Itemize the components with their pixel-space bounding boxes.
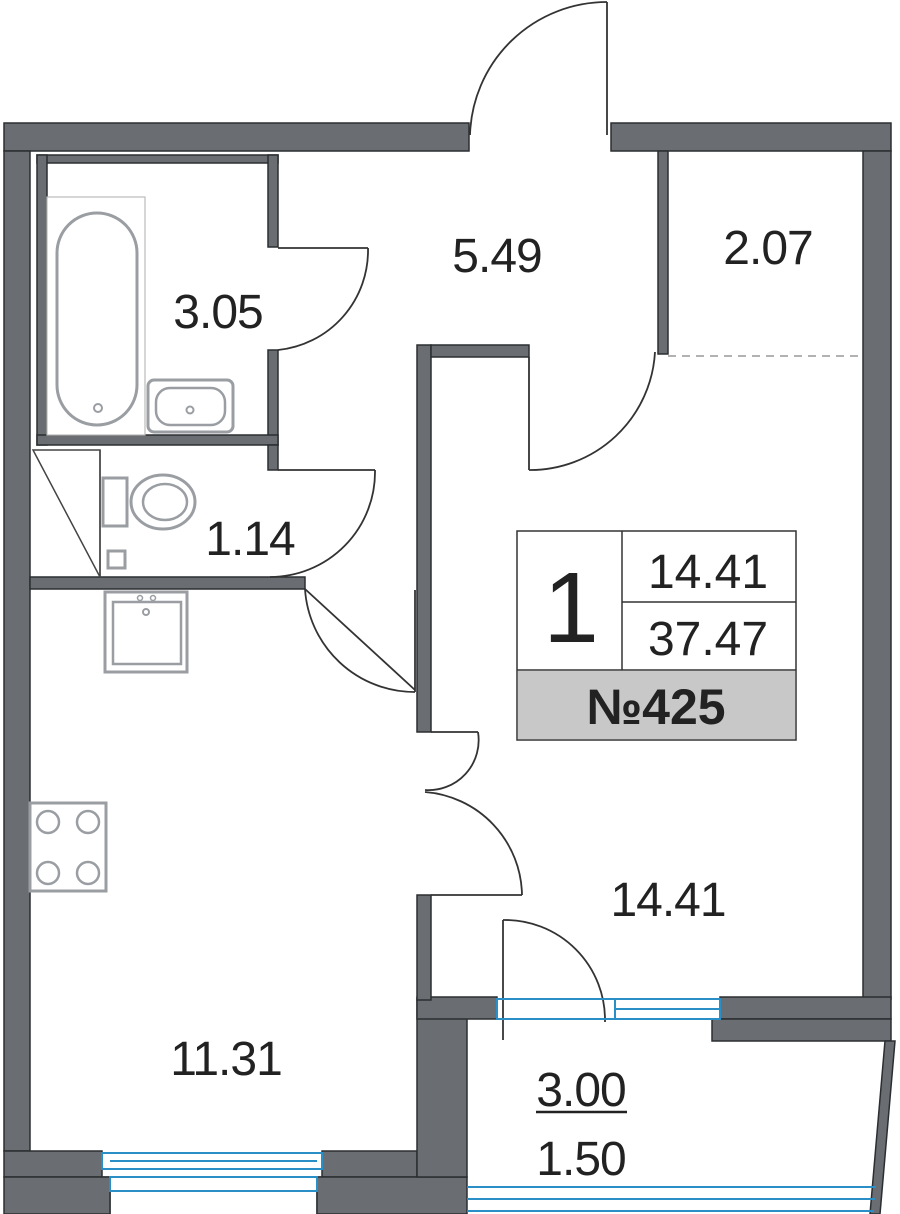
apartment-info-box: 1 14.41 37.47 №425 <box>516 530 797 741</box>
balcony-glazing <box>467 1186 876 1212</box>
balcony-door <box>502 919 606 1040</box>
bathroom-sink <box>146 378 235 434</box>
outer-walls <box>3 122 896 1214</box>
balcony-reduced-area-label: 1.50 <box>536 1133 625 1186</box>
kitchen-area-label: 11.31 <box>170 1033 282 1086</box>
bathroom-area-label: 3.05 <box>173 286 262 339</box>
bathtub <box>46 196 146 436</box>
kitchen-door <box>304 588 416 693</box>
hall-area-label: 5.49 <box>452 230 541 283</box>
entrance-door <box>469 1 608 136</box>
balcony-total-area-label: 3.00 <box>536 1064 625 1117</box>
storage-area-label: 2.07 <box>723 222 812 275</box>
apartment-number: №425 <box>586 679 725 735</box>
toilet-area-label: 1.14 <box>205 513 295 566</box>
living-window <box>496 998 721 1020</box>
interior-walls <box>29 150 669 1001</box>
living-area-label: 14.41 <box>610 874 725 927</box>
total-area-value: 37.47 <box>648 613 768 666</box>
living-door <box>424 731 523 896</box>
apartment-number-band <box>518 671 795 739</box>
kitchen-stove <box>28 801 108 893</box>
bathroom-door <box>277 247 369 351</box>
rooms-count: 1 <box>543 552 599 664</box>
hall-door <box>528 351 656 471</box>
toilet-fixture <box>31 449 197 578</box>
living-area-value: 14.41 <box>648 546 768 599</box>
kitchen-sink <box>103 590 189 674</box>
toilet-door <box>269 469 376 578</box>
kitchen-window <box>101 1152 323 1192</box>
